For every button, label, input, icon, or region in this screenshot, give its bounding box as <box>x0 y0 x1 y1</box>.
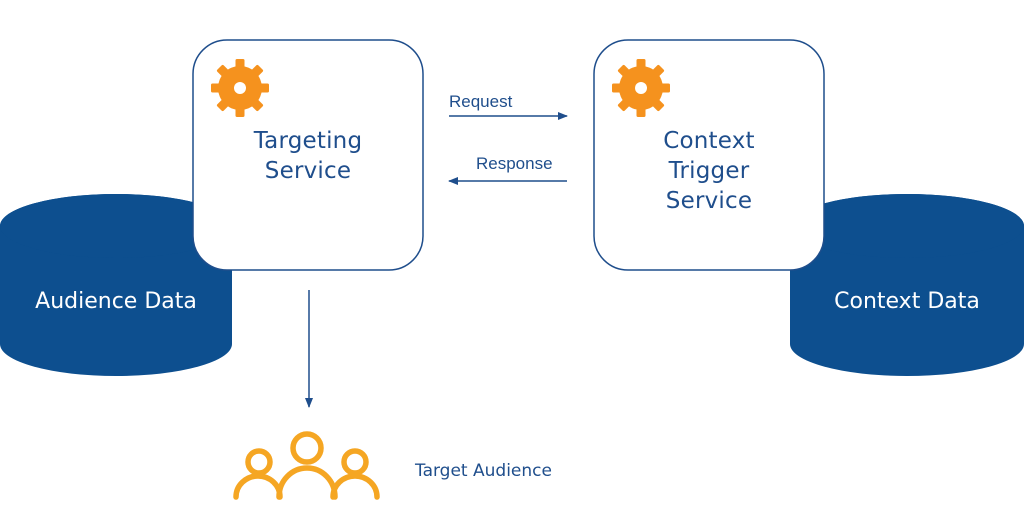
targeting-service-title: Targeting Service <box>193 126 423 186</box>
context-data-label: Context Data <box>834 289 980 314</box>
audience-data-cylinder <box>0 194 232 376</box>
context-service-title: Context Trigger Service <box>594 126 824 216</box>
targeting-service-title-line1: Targeting <box>253 128 363 154</box>
context-data-cylinder <box>790 194 1024 376</box>
people-group-icon <box>233 431 380 500</box>
response-label: Response <box>476 154 553 173</box>
request-label: Request <box>449 92 513 111</box>
targeting-service-title-line2: Service <box>264 158 352 184</box>
context-service-title-line3: Service <box>665 188 753 214</box>
context-service-title-line2: Trigger <box>668 158 750 184</box>
target-audience-label: Target Audience <box>415 461 552 481</box>
audience-data-label: Audience Data <box>35 289 197 314</box>
gear-icon <box>211 59 269 117</box>
gear-icon <box>612 59 670 117</box>
context-service-title-line1: Context <box>663 128 755 154</box>
